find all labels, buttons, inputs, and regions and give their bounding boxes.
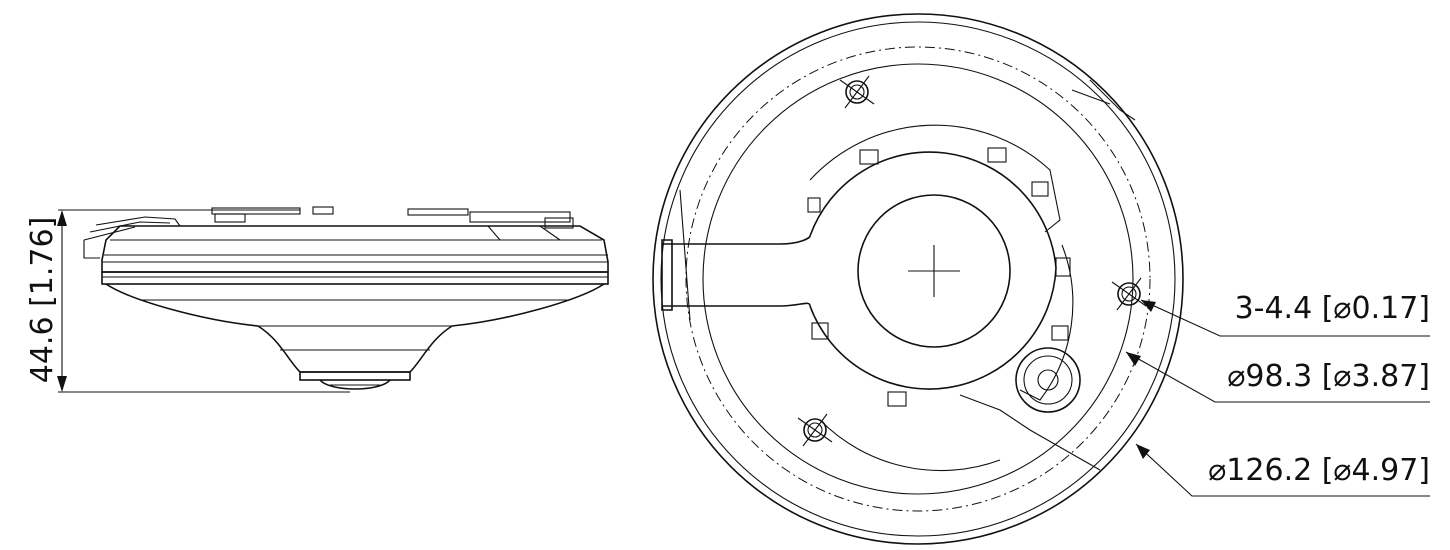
mount-hole-bottom xyxy=(797,413,833,447)
bolt-circle xyxy=(685,46,1151,512)
mount-hole-top xyxy=(839,75,875,109)
height-label: 44.6 [1.76] xyxy=(25,217,60,384)
mount-hole-right xyxy=(1111,277,1147,311)
center-lens xyxy=(857,194,1011,348)
callout-leaders xyxy=(1125,299,1430,497)
side-body xyxy=(101,225,609,390)
outer-diameter-label: ⌀126.2 [⌀4.97] xyxy=(1208,453,1430,488)
side-view: 44.6 [1.76] xyxy=(25,206,609,393)
inner-diameter-label: ⌀98.3 [⌀3.87] xyxy=(1227,359,1430,394)
height-dimension: 44.6 [1.76] xyxy=(25,209,350,393)
side-top-details xyxy=(83,206,574,259)
cable-port xyxy=(1015,347,1081,413)
outer-ring xyxy=(652,13,1184,545)
mount-hole-label: 3-4.4 [⌀0.17] xyxy=(1235,291,1430,326)
top-view: 3-4.4 [⌀0.17] ⌀98.3 [⌀3.87] ⌀126.2 [⌀4.9… xyxy=(652,13,1430,545)
